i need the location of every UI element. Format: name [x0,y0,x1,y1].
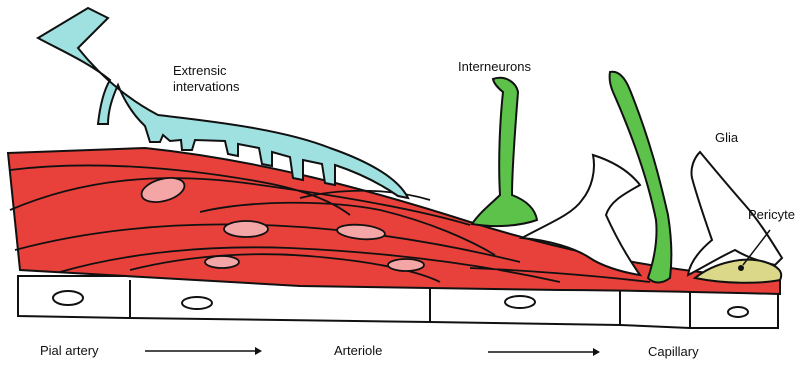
label-arteriole: Arteriole [334,343,382,359]
muscle-nucleus [205,256,239,268]
label-capillary: Capillary [648,344,699,360]
label-interneurons: Interneurons [458,59,531,75]
pericyte-nucleus [738,265,744,271]
muscle-nucleus [224,221,268,237]
label-glia: Glia [715,130,738,146]
endothelial-nucleus [505,296,535,308]
label-pericyte: Pericyte [748,207,795,223]
interneuron [472,78,537,226]
arrow-arteriole-to-capillary-head [593,348,600,356]
label-extrinsic-innervations: Extrensic intervations [173,63,239,95]
muscle-nucleus [388,259,424,271]
label-extrinsic-line1: Extrensic [173,63,239,79]
endothelial-nucleus [182,297,212,309]
endothelial-nucleus [53,291,83,305]
label-extrinsic-line2: intervations [173,79,239,95]
arrow-pial-to-arteriole-head [255,347,262,355]
label-pial-artery: Pial artery [40,343,99,359]
endothelial-nucleus [728,307,748,317]
